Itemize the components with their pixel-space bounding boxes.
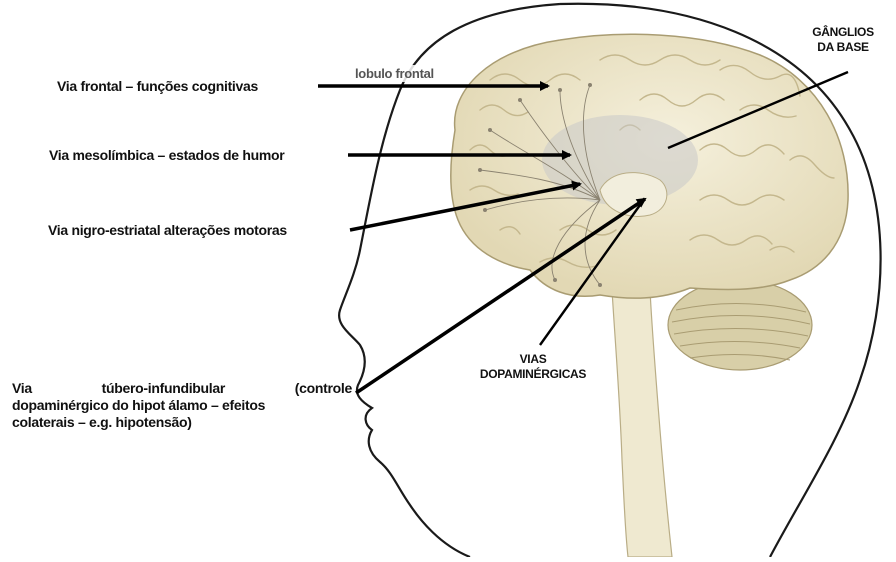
tubero-line-3: colaterais – e.g. hipotensão) [12, 414, 352, 431]
brainstem [612, 290, 672, 557]
label-lobulo-frontal: lobulo frontal [352, 65, 437, 82]
vias-line-2: DOPAMINÉRGICAS [468, 367, 598, 382]
label-via-mesolimbica: Via mesolímbica – estados de humor [49, 147, 284, 164]
tubero-word-via: Via [12, 380, 32, 397]
label-via-nigro-estriatal: Via nigro-estriatal alterações motoras [48, 222, 287, 239]
tubero-line-2: dopaminérgico do hipot álamo – efeitos [12, 397, 352, 414]
tubero-word-tubero: túbero-infundibular [102, 380, 225, 397]
label-via-frontal: Via frontal – funções cognitivas [57, 78, 258, 95]
tubero-line-1: Via túbero-infundibular (controle [12, 380, 352, 397]
vias-line-1: VIAS [468, 352, 598, 367]
tubero-word-controle: (controle [295, 380, 352, 397]
cerebellum [668, 280, 812, 370]
ganglios-line-2: DA BASE [808, 40, 878, 55]
label-vias-dopaminergicas: VIAS DOPAMINÉRGICAS [468, 352, 598, 382]
label-ganglios-da-base: GÂNGLIOS DA BASE [808, 25, 878, 55]
label-via-tubero-infundibular: Via túbero-infundibular (controle dopami… [12, 380, 352, 431]
ganglios-line-1: GÂNGLIOS [808, 25, 878, 40]
